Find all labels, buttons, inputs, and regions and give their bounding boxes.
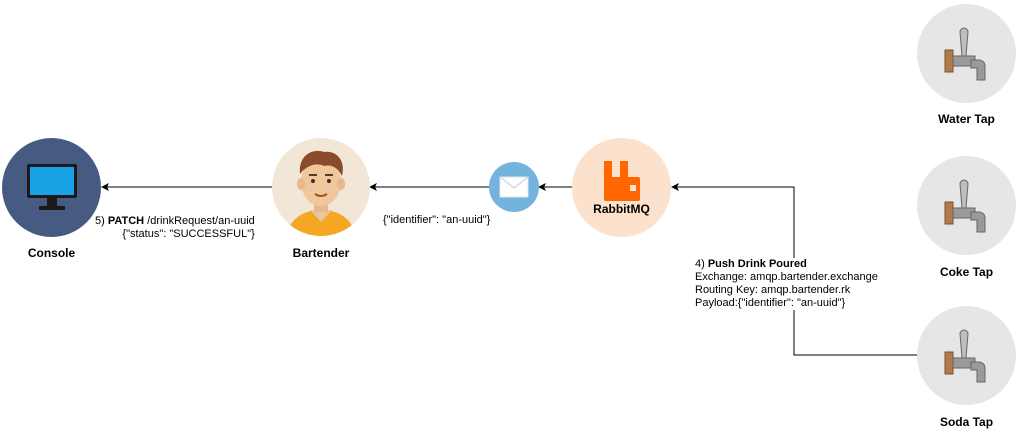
push-drink-poured-label: 4) Push Drink Poured Exchange: amqp.bart… [695,258,881,310]
patch-request-label: 5) PATCH /drinkRequest/an-uuid {"status"… [95,215,255,241]
console-label: Console [27,246,76,260]
monitor-icon [26,163,77,210]
push-exchange: Exchange: amqp.bartender.exchange [695,271,878,283]
push-title: Push Drink Poured [707,258,807,270]
patch-step: 5) [95,215,105,227]
bartender-node [272,138,370,236]
water-tap-node [917,4,1016,103]
coke-tap-node [917,156,1016,255]
message-node [489,162,539,212]
push-step: 4) [695,258,705,270]
rabbitmq-node: RabbitMQ [572,138,671,237]
beer-tap-icon [944,329,985,382]
coke-tap-label: Coke Tap [939,265,994,279]
patch-body: {"status": "SUCCESSFUL"} [122,228,255,240]
water-tap-label: Water Tap [938,112,995,126]
message-payload-label: {"identifier": "an-uuid"} [383,214,491,227]
console-node [2,138,101,237]
bartender-label: Bartender [292,246,350,260]
soda-tap-label: Soda Tap [939,415,994,429]
rabbitmq-logo-icon [603,160,640,201]
beer-tap-icon [944,179,985,232]
bartender-avatar-icon [286,150,356,236]
beer-tap-icon [944,27,985,80]
push-payload: Payload:{"identifier": "an-uuid"} [695,297,846,309]
push-routing-key: Routing Key: amqp.bartender.rk [695,284,851,296]
soda-tap-node [917,306,1016,405]
envelope-icon [499,176,529,198]
rabbitmq-label: RabbitMQ [593,202,650,216]
patch-path: /drinkRequest/an-uuid [144,215,255,227]
patch-method: PATCH [107,215,145,227]
